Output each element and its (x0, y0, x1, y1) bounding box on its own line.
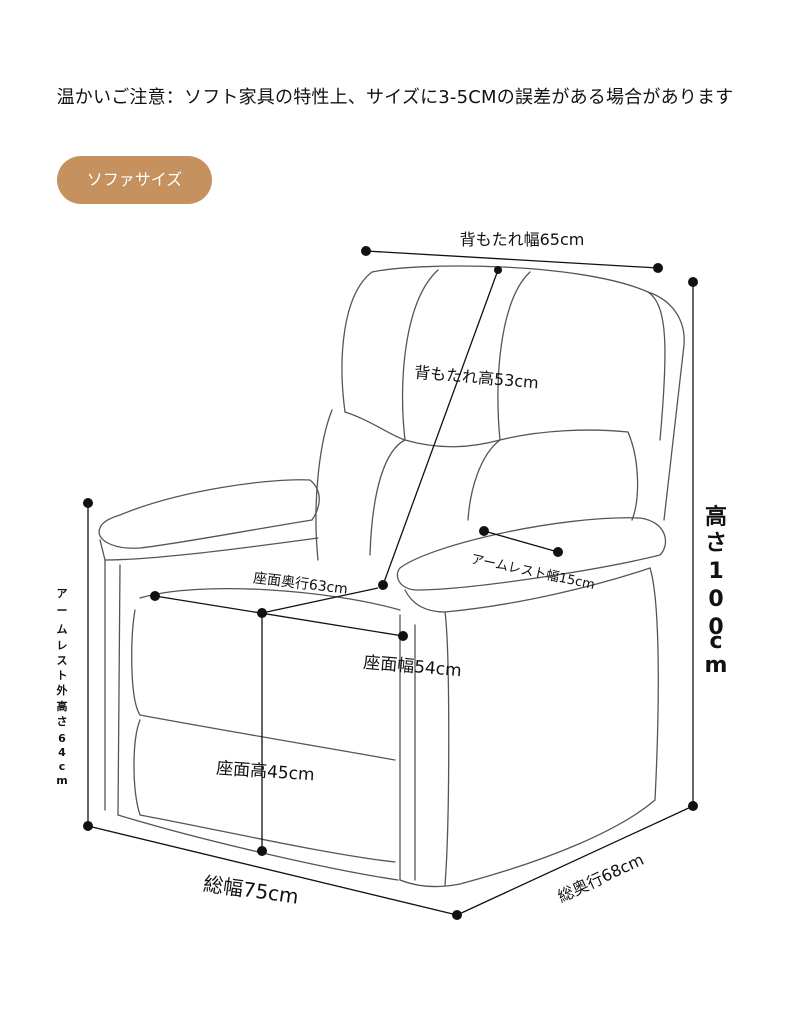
notice-text: 温かいご注意：ソフト家具の特性上、サイズに3-5CMの誤差がある場合があります (56, 87, 734, 108)
seat-height-label: 座面高45cm (215, 759, 315, 786)
armrest-height-char: ア (57, 587, 68, 600)
armrest-height-char: 4 (58, 746, 66, 759)
armrest-height-char: さ (57, 715, 68, 728)
dimension-lines (87, 250, 694, 916)
height-char: 高 (705, 504, 727, 530)
backrest-height-label: 背もたれ高53cm (414, 363, 540, 393)
armrest-height-char: ー (57, 604, 68, 617)
total-width-label: 総幅75cm (202, 872, 300, 909)
height-vertical-label: 高 さ 1 0 0 c m (705, 504, 728, 678)
armrest-height-char: 外 (56, 683, 68, 697)
dimension-dots (83, 246, 698, 920)
sofa-outline (98, 265, 685, 888)
armrest-height-char: レ (57, 639, 68, 652)
height-char: 0 (708, 587, 723, 612)
height-char: c (709, 629, 722, 654)
backrest-width-label: 背もたれ幅65cm (460, 230, 585, 249)
armrest-height-char: m (56, 774, 67, 787)
armrest-height-char: ト (57, 669, 68, 682)
height-char: m (705, 653, 728, 678)
armrest-height-char: c (59, 760, 66, 773)
height-char: 1 (708, 559, 723, 584)
height-char: さ (705, 531, 727, 556)
armrest-outer-height-label: ア ー ム レ ス ト 外 高 さ 6 4 c m (56, 587, 68, 787)
armrest-height-char: ス (57, 654, 68, 667)
armrest-height-char: 高 (57, 699, 68, 713)
armrest-height-char: 6 (58, 732, 66, 745)
armrest-height-char: ム (57, 623, 68, 636)
seat-depth-label: 座面奥行63cm (252, 569, 349, 597)
sofa-size-badge: ソファサイズ (57, 156, 212, 204)
height-char: 0 (708, 615, 723, 640)
armrest-width-label: アームレスト幅15cm (469, 552, 596, 593)
total-depth-label: 総奥行68cm (555, 850, 647, 906)
